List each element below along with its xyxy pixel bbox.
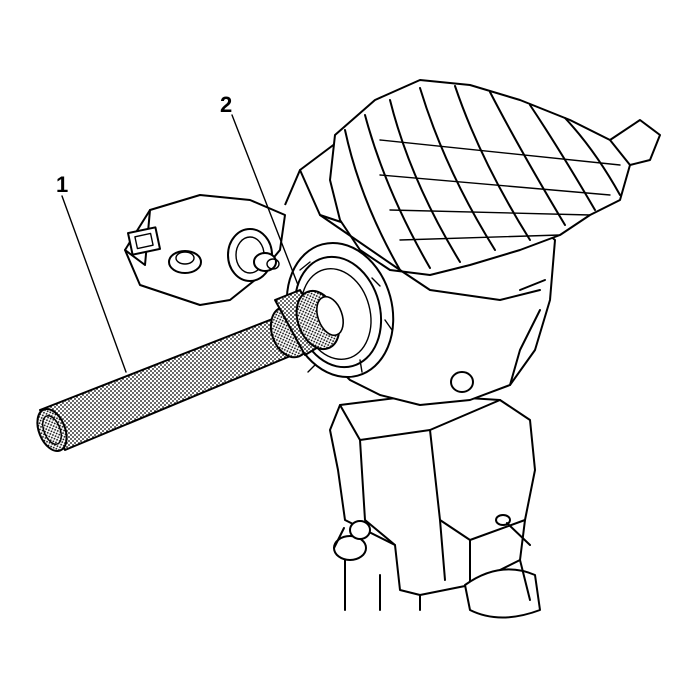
bench-vise	[329, 394, 541, 619]
callout-1-leader	[61, 195, 127, 373]
vise-handle	[333, 520, 371, 561]
callout-1-label: 1	[56, 172, 68, 197]
housing-boss	[450, 371, 474, 393]
housing-bolt	[253, 252, 280, 272]
installer-tool	[36, 289, 344, 452]
rack-boot	[329, 79, 661, 276]
mounting-bracket	[124, 194, 286, 306]
callout-2-leader	[231, 114, 299, 286]
vise-pin	[495, 514, 531, 546]
housing-flange	[319, 214, 541, 301]
callout-2-label: 2	[220, 92, 232, 117]
steering-gear-housing	[124, 79, 661, 406]
